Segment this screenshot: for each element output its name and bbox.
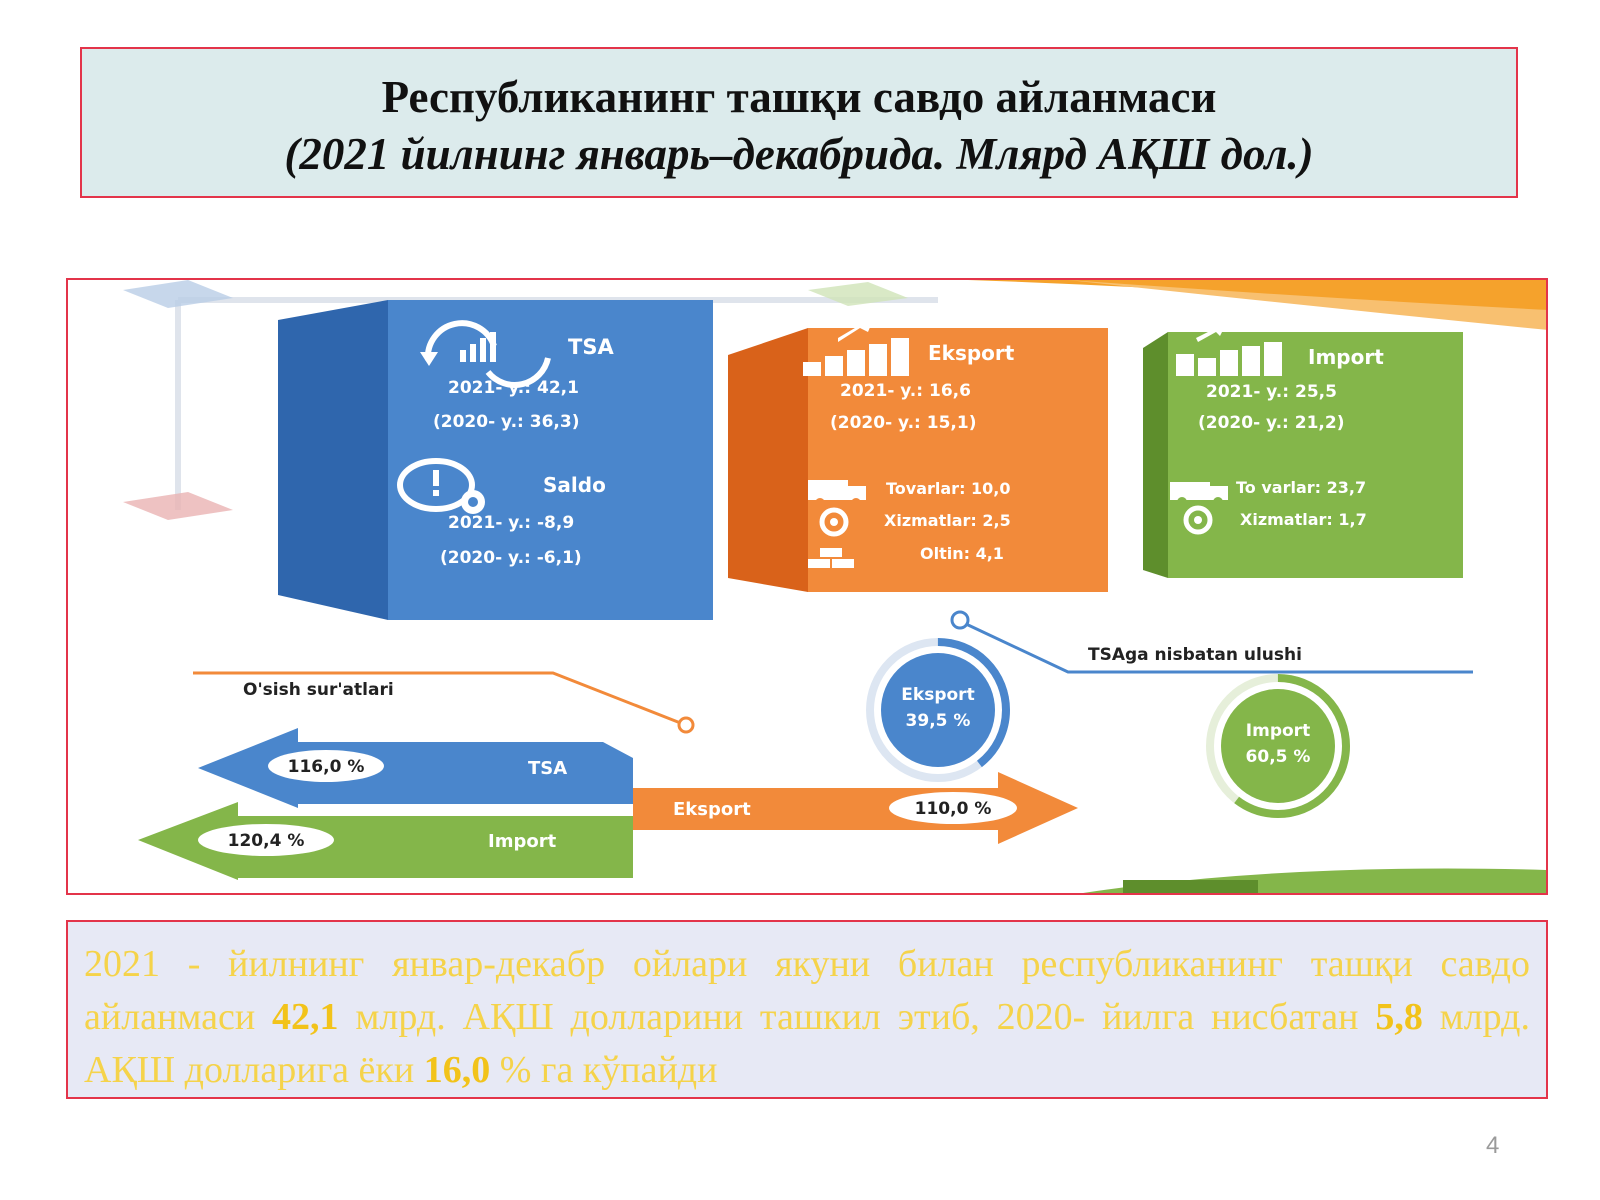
tsa-box-side: [278, 300, 388, 620]
summary-value-percent: 16,0: [423, 1049, 491, 1091]
import-2020: (2020- y.: 21,2): [1198, 413, 1344, 433]
gold-bars-icon: [808, 548, 854, 568]
tsa-growth-label: TSA: [528, 758, 567, 779]
import-share-value: 60,5 %: [1246, 747, 1311, 767]
deco-cube-blue: [123, 280, 233, 308]
deco-cube-red: [123, 492, 233, 520]
truck-icon: [808, 480, 866, 508]
summary-part-1: 2021 - йилнинг январ-декабр ойлари якуни…: [84, 943, 1530, 1038]
eksport-growth-arrow: [633, 772, 1078, 844]
import-tovarlar: To varlar: 23,7: [1236, 478, 1366, 497]
eksport-tovarlar: Tovarlar: 10,0: [886, 479, 1011, 498]
eksport-label: Eksport: [928, 341, 1015, 365]
summary-part-2: млрд. АҚШ долларини ташкил этиб, 2020- й…: [338, 996, 1376, 1038]
gear-icon: [819, 507, 849, 537]
page-number: 4: [1486, 1132, 1500, 1159]
import-xizmatlar: Xizmatlar: 1,7: [1240, 510, 1367, 529]
saldo-2020: (2020- y.: -6,1): [440, 548, 582, 568]
share-connector: [965, 622, 1473, 674]
summary-value-increase: 5,8: [1375, 996, 1423, 1038]
import-2021: 2021- y.: 25,5: [1206, 382, 1337, 402]
share-heading: TSAga nisbatan ulushi: [1088, 645, 1302, 665]
infographic-canvas: TSA 2021- y.: 42,1 (2020- y.: 36,3) Sald…: [123, 280, 1546, 893]
refresh-chart-icon: [420, 320, 551, 388]
title-box: Республиканинг ташқи савдо айланмаси (20…: [80, 47, 1518, 198]
import-box-side: [1143, 332, 1168, 578]
import-growth-value: 120,4 %: [228, 831, 305, 851]
tsa-label: TSA: [568, 335, 614, 359]
import-label: Import: [1308, 345, 1384, 369]
eksport-growth-label: Eksport: [673, 799, 751, 820]
top-orange-swoosh: [968, 280, 1546, 320]
slide-subtitle: (2021 йилнинг январь–декабрида. Млярд АҚ…: [284, 129, 1314, 179]
eksport-xizmatlar: Xizmatlar: 2,5: [884, 511, 1011, 530]
gear-icon: [1183, 505, 1213, 535]
summary-text: 2021 - йилнинг январ-декабр ойлари якуни…: [66, 920, 1548, 1099]
top-orange-swoosh-light: [1068, 280, 1546, 330]
eksport-oltin: Oltin: 4,1: [920, 544, 1004, 563]
tsa-growth-pill: [268, 750, 384, 782]
import-share-arc: [1206, 674, 1350, 818]
eksport-growth-value: 110,0 %: [915, 799, 992, 819]
tsa-2021: 2021- y.: 42,1: [448, 378, 579, 398]
tsa-growth-arrow: [198, 728, 633, 808]
eksport-share-label: Eksport: [901, 685, 974, 705]
growth-bars-icon: [803, 320, 909, 376]
tsa-growth-value: 116,0 %: [288, 757, 365, 777]
eksport-box-side: [728, 328, 808, 592]
eksport-share-value: 39,5 %: [906, 711, 971, 731]
slide-title: Республиканинг ташқи савдо айланмаси: [381, 72, 1217, 122]
trade-infographic: TSA 2021- y.: 42,1 (2020- y.: 36,3) Sald…: [66, 278, 1548, 895]
saldo-2021: 2021- y.: -8,9: [448, 513, 574, 533]
summary-value-turnover: 42,1: [272, 996, 339, 1038]
growth-connector-dot: [677, 716, 695, 734]
alert-gear-icon: [397, 458, 485, 514]
summary-part-3: млрд. АҚШ долларига ёки: [84, 996, 1530, 1091]
deco-cube-green: [808, 282, 908, 306]
decline-bars-icon: [1176, 326, 1282, 376]
import-growth-label: Import: [488, 831, 557, 852]
eksport-growth-pill: [889, 792, 1017, 824]
import-growth-pill: [198, 824, 334, 856]
growth-connector: [193, 671, 684, 726]
tsa-2020: (2020- y.: 36,3): [433, 412, 579, 432]
eksport-share-arc: [866, 638, 1010, 782]
bottom-green-block: [1123, 880, 1258, 893]
share-connector-dot: [950, 610, 970, 630]
import-box: [1168, 332, 1463, 578]
import-share-circle: [1221, 689, 1335, 803]
import-growth-arrow: [138, 802, 633, 880]
summary-part-4: % га кўпайди: [490, 1049, 718, 1091]
eksport-2020: (2020- y.: 15,1): [830, 413, 976, 433]
saldo-label: Saldo: [543, 473, 606, 497]
import-share-label: Import: [1246, 721, 1310, 741]
eksport-share-circle: [881, 653, 995, 767]
truck-icon: [1170, 482, 1228, 507]
growth-heading: O'sish sur'atlari: [243, 680, 394, 700]
eksport-2021: 2021- y.: 16,6: [840, 381, 971, 401]
